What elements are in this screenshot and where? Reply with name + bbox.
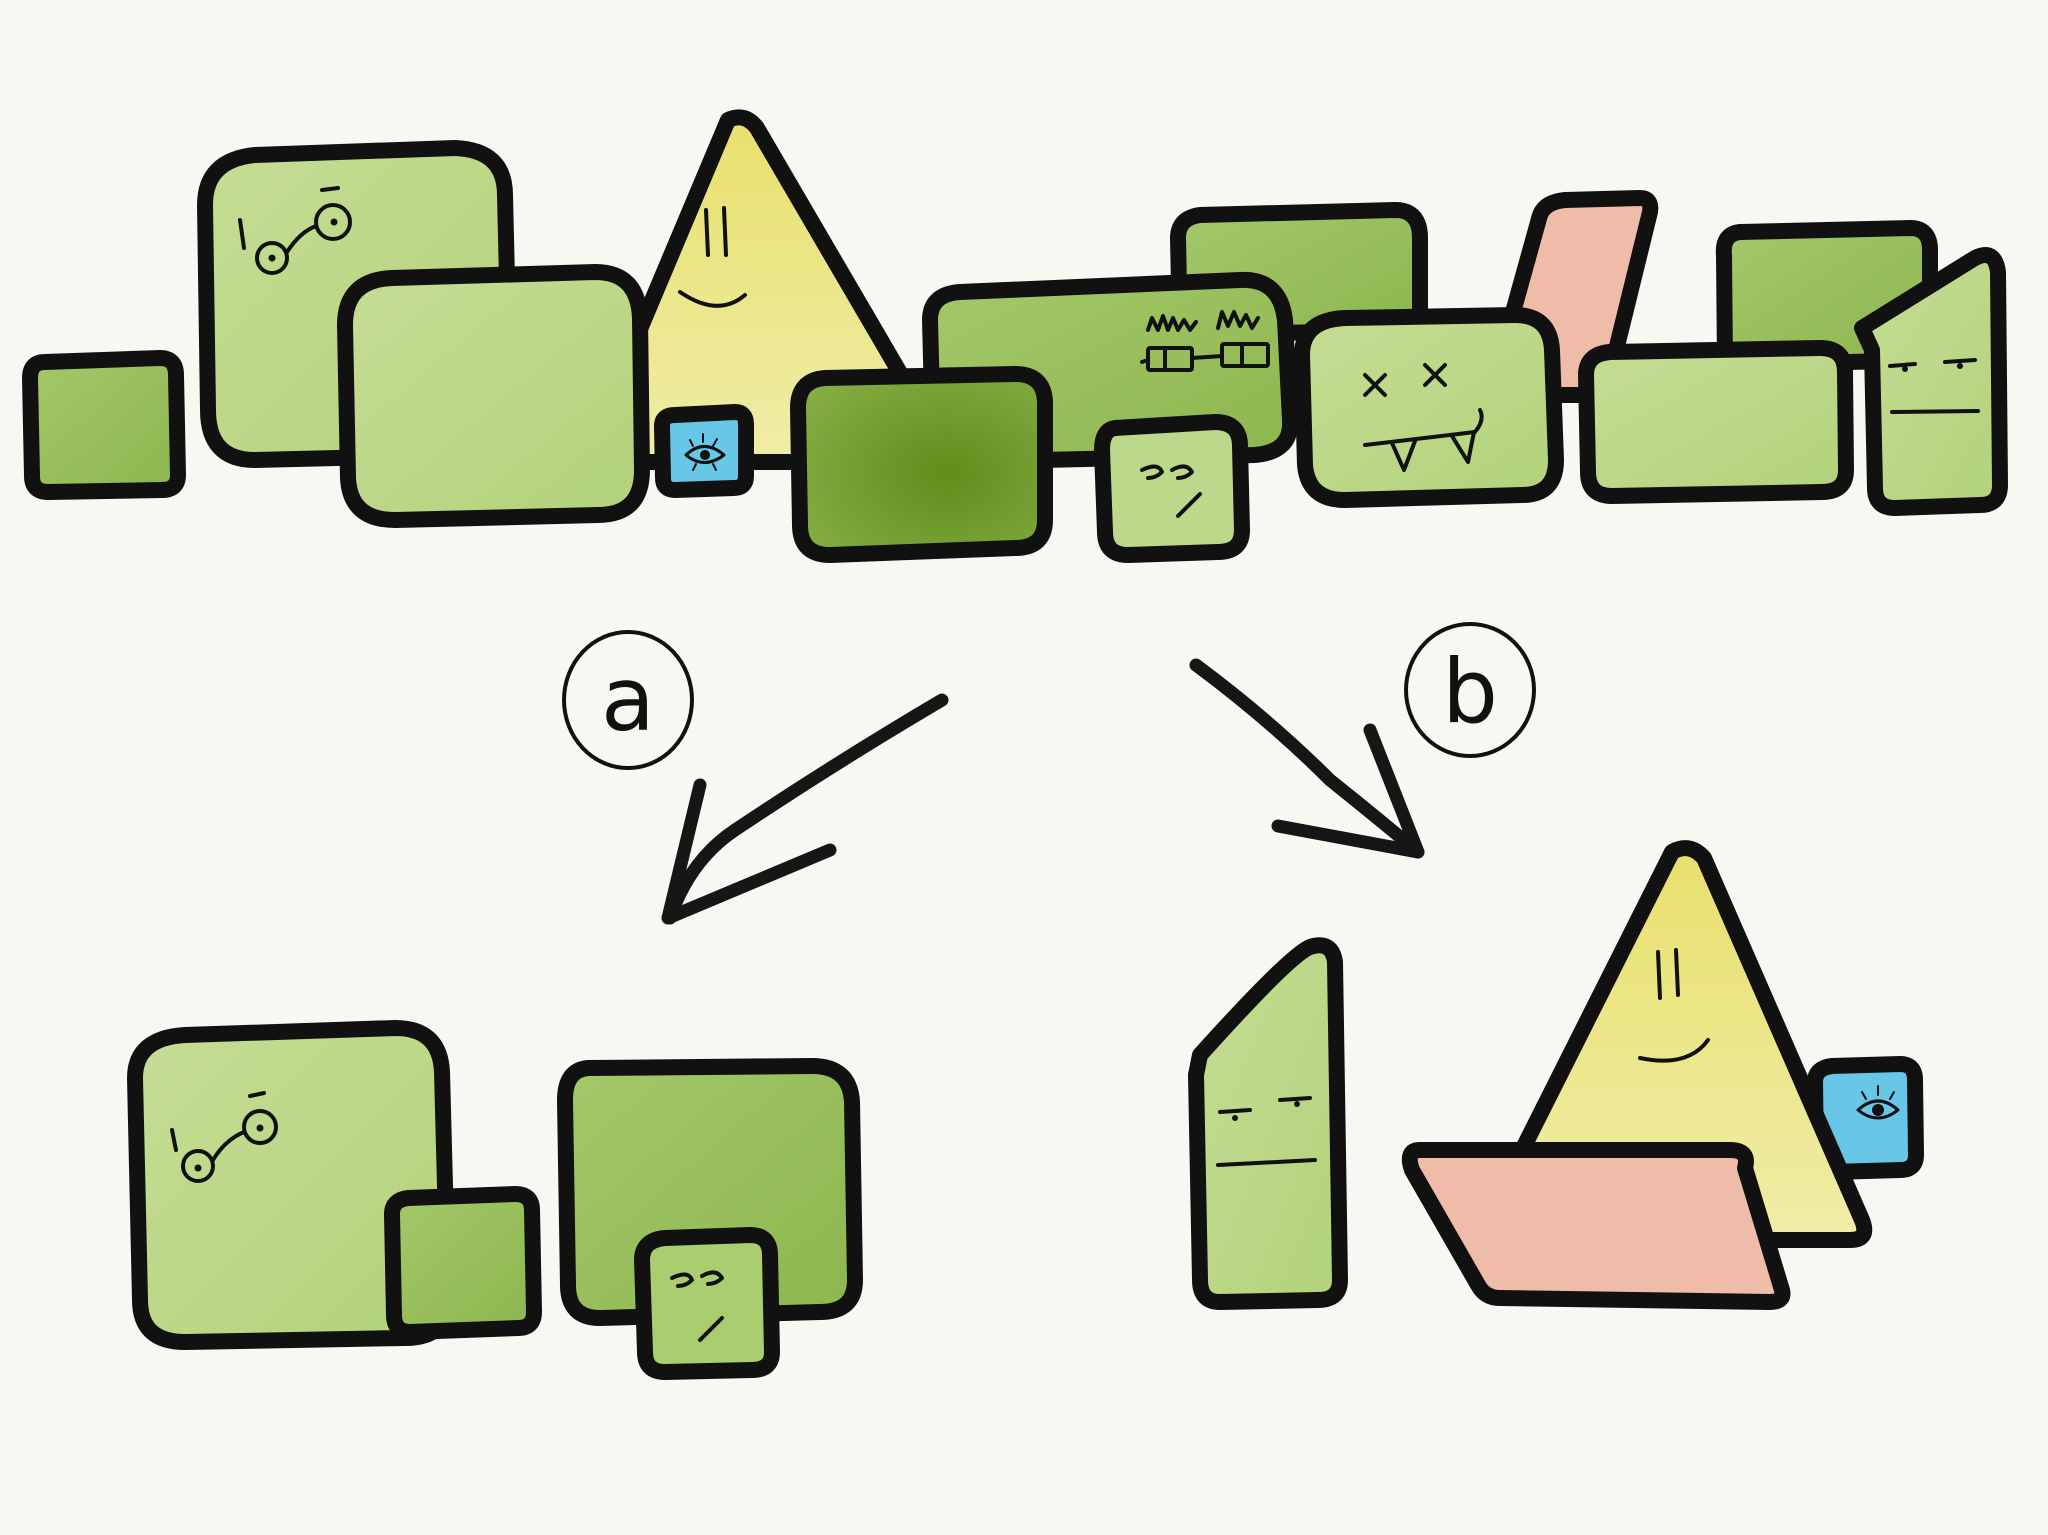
bored-tall-shape [1854,247,2008,516]
bored-face [1888,358,1980,414]
smiling-triangle-face [678,206,747,308]
shape-collection [22,109,2008,563]
glasses-face [238,186,352,275]
green-long-block-right [1578,340,1854,504]
result-a-dark-small-square [384,1186,542,1340]
result-b-pink-parallelogram [1401,1142,1791,1310]
result-b-bored-tall-shape [1188,937,1348,1310]
option-b-arrow [1189,658,1425,859]
option-a-label: a [562,630,694,770]
result-b-bored-face [1216,1096,1317,1167]
option-a-arrow [661,693,949,925]
eye-face [684,433,726,471]
dark-green-square [790,366,1053,563]
option-b-label-text: b [1442,640,1498,743]
result-a-glasses-square [127,1020,456,1350]
result-b-blue-eye-square [1807,1056,1924,1180]
result-a-group [127,1020,863,1380]
result-b-group [1188,840,1924,1310]
option-b-label: b [1404,622,1536,758]
vampire-face [1363,363,1484,472]
result-a-grumpy-face [670,1270,724,1342]
result-a-grumpy-square [634,1227,780,1380]
result-b-smiling-face [1638,948,1710,1063]
grumpy-face [1140,464,1202,518]
result-a-glasses-face [170,1091,278,1183]
option-a-label-text: a [601,648,655,751]
large-green-block [337,264,650,528]
vampire-dead-square [1294,307,1564,508]
grumpy-small-square [1094,414,1250,563]
small-green-square-left [22,350,186,500]
geek-glasses-face [1140,310,1270,372]
result-b-eye-face [1856,1085,1900,1120]
